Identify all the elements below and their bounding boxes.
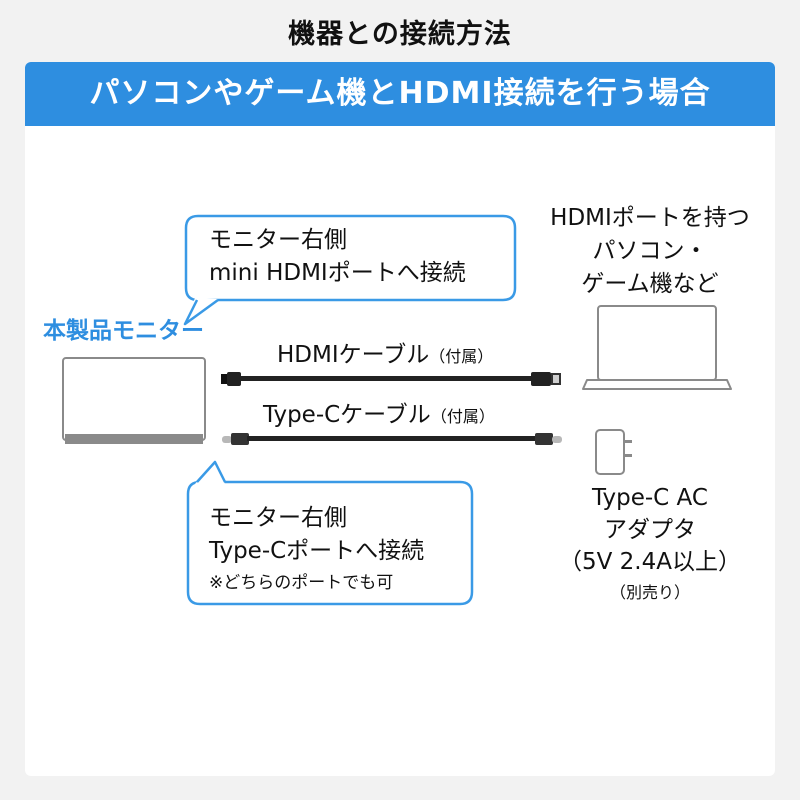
adapter-label-line1: Type-C AC: [592, 485, 708, 511]
hdmi-cable-note: （付属）: [429, 347, 494, 366]
laptop-label-line3: ゲーム機など: [581, 271, 719, 297]
laptop-label-line2: パソコン・: [592, 238, 708, 264]
section-banner: パソコンやゲーム機とHDMI接続を行う場合: [25, 62, 775, 126]
bubble-top-line1: モニター右側: [209, 227, 347, 253]
hdmi-cable-label: HDMIケーブル（付属）: [277, 340, 493, 372]
monitor-label: 本製品モニター: [43, 318, 204, 344]
ac-adapter-icon: [595, 429, 632, 475]
bubble-top-text: モニター右側 mini HDMIポートへ接続: [209, 224, 466, 290]
adapter-label-line3: （5V 2.4A以上）: [559, 549, 741, 575]
adapter-label-note: （別売り）: [609, 583, 690, 602]
typec-cable-name: Type-Cケーブル: [263, 402, 431, 428]
laptop-label: HDMIポートを持つ パソコン・ ゲーム機など: [533, 202, 767, 301]
hdmi-cable-name: HDMIケーブル: [277, 342, 430, 368]
bubble-bottom-text: モニター右側 Type-Cポートへ接続 ※どちらのポートでも可: [209, 502, 424, 598]
bubble-bottom: [186, 460, 474, 606]
typec-cable-note: （付属）: [430, 407, 495, 426]
adapter-label: Type-C AC アダプタ （5V 2.4A以上） （別売り）: [533, 482, 767, 608]
typec-cable-label: Type-Cケーブル（付属）: [263, 400, 495, 432]
bubble-bottom-note: ※どちらのポートでも可: [209, 573, 394, 593]
bubble-bottom-line1: モニター右側: [209, 505, 347, 531]
bubble-bottom-line2: Type-Cポートへ接続: [209, 538, 425, 564]
monitor-icon: [62, 357, 206, 444]
connection-diagram: [62, 214, 732, 606]
adapter-label-line2: アダプタ: [604, 517, 696, 543]
laptop-icon: [582, 305, 732, 390]
laptop-label-line1: HDMIポートを持つ: [550, 205, 750, 231]
bubble-top-line2: mini HDMIポートへ接続: [209, 260, 466, 286]
bubble-top: [183, 214, 517, 326]
hdmi-cable-icon: [221, 372, 561, 386]
page-title: 機器との接続方法: [288, 19, 512, 50]
typec-cable-icon: [222, 433, 562, 445]
content-card: パソコンやゲーム機とHDMI接続を行う場合: [25, 62, 775, 776]
